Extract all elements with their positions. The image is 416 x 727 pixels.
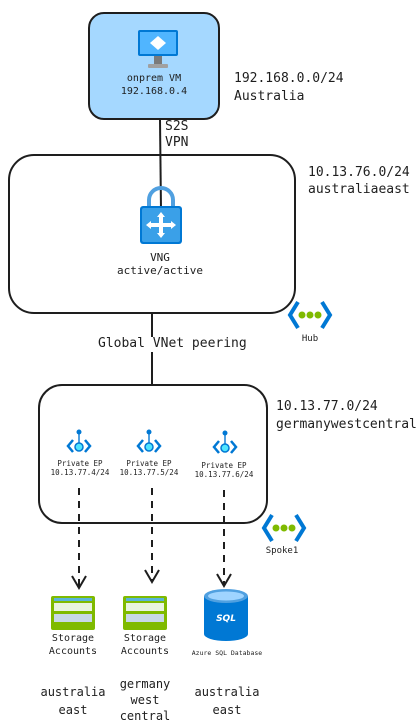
storage-1-name-line1: Storage (51, 633, 95, 644)
storage-1-name-line2: Accounts (48, 646, 98, 657)
vng-lock-icon (140, 186, 182, 244)
hub-vnet-icon (287, 300, 333, 330)
spoke-cidr: 10.13.77.0/24 (276, 399, 378, 414)
storage-2-name-line1: Storage (123, 633, 167, 644)
hub-region: australiaeast (308, 182, 410, 197)
vm-name: onprem VM (126, 73, 182, 84)
hub-cidr: 10.13.76.0/24 (308, 165, 410, 180)
private-endpoint-2-ip: 10.13.77.5/24 (119, 468, 179, 477)
region-2-line3: central (119, 709, 171, 723)
hub-label: Hub (301, 334, 319, 344)
region-1-line2: east (58, 703, 88, 717)
region-3-line2: east (212, 703, 242, 717)
onprem-region: Australia (234, 89, 305, 104)
vng-mode: active/active (116, 264, 204, 277)
region-3-line1: australia (194, 685, 260, 699)
spoke-vnet-icon (261, 513, 307, 543)
sql-icon-text: SQL (216, 614, 236, 624)
region-2-line1: germany (119, 677, 171, 691)
spoke-vnet-box (38, 384, 268, 524)
storage-2-name-line2: Accounts (120, 646, 170, 657)
hub-vnet-box (8, 154, 296, 314)
onprem-cidr: 192.168.0.0/24 (234, 71, 344, 86)
private-endpoint-3-ip: 10.13.77.6/24 (194, 470, 254, 479)
region-1-line1: australia (40, 685, 106, 699)
vpn-label-line2: VPN (165, 135, 189, 150)
spoke-region: germanywestcentral (276, 417, 416, 432)
storage-account-icon-2 (123, 596, 167, 630)
vpn-label-line1: S2S (165, 119, 189, 134)
private-endpoint-icon-2 (136, 429, 162, 453)
spoke-label: Spoke1 (265, 546, 299, 556)
region-2-line2: west (130, 693, 160, 707)
private-endpoint-icon-3 (212, 430, 238, 454)
private-endpoint-3-title: Private EP (201, 461, 247, 470)
sql-name: Azure SQL Database (191, 649, 263, 657)
private-endpoint-1-title: Private EP (57, 459, 103, 468)
private-endpoint-1-ip: 10.13.77.4/24 (50, 468, 110, 477)
storage-account-icon-1 (51, 596, 95, 630)
vng-name: VNG (150, 251, 170, 264)
vm-monitor-icon (138, 30, 178, 68)
vm-ip: 192.168.0.4 (120, 86, 188, 97)
private-endpoint-icon-1 (66, 429, 92, 453)
private-endpoint-2-title: Private EP (126, 459, 172, 468)
peering-label: Global VNet peering (98, 336, 247, 352)
sql-database-icon (204, 589, 248, 641)
